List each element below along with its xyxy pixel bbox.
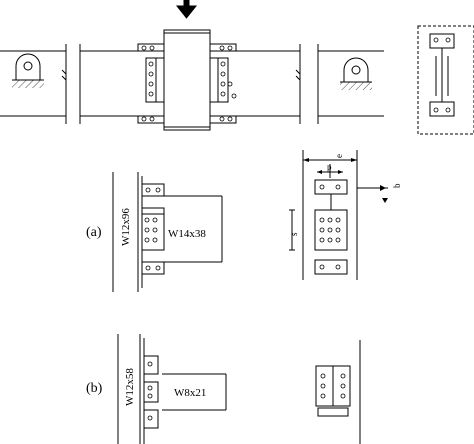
dim-e-label: e [334,154,344,158]
end-view [417,25,474,135]
connection-b-bolts [147,361,153,421]
dim-p-label: p [327,162,332,172]
load-arrow-icon [175,0,198,19]
beam-a-label: W14x38 [168,228,206,240]
dim-b-label: b [392,183,402,188]
pin-support-right [340,57,372,90]
pin-support-left [12,53,44,88]
top-bolt-group [141,37,451,122]
column-b-label: W12x58 [124,368,136,406]
part-b-label: (b) [86,381,103,396]
connection-a-elevation [112,172,223,292]
dimension-arrows-a [303,158,388,203]
connection-a-detail [289,150,388,280]
connection-b-detail [315,340,361,444]
connection-a-bolts [144,187,161,271]
connection-b-detail-bolts [320,373,346,399]
dim-s-label: s [289,232,299,236]
column-a-label: W12x96 [120,208,132,246]
connection-b-elevation [117,334,227,444]
connection-a-detail-bolts [319,184,341,270]
beam-b-label: W8x21 [174,387,206,399]
part-a-label: (a) [86,225,102,240]
test-setup-elevation [0,0,474,135]
